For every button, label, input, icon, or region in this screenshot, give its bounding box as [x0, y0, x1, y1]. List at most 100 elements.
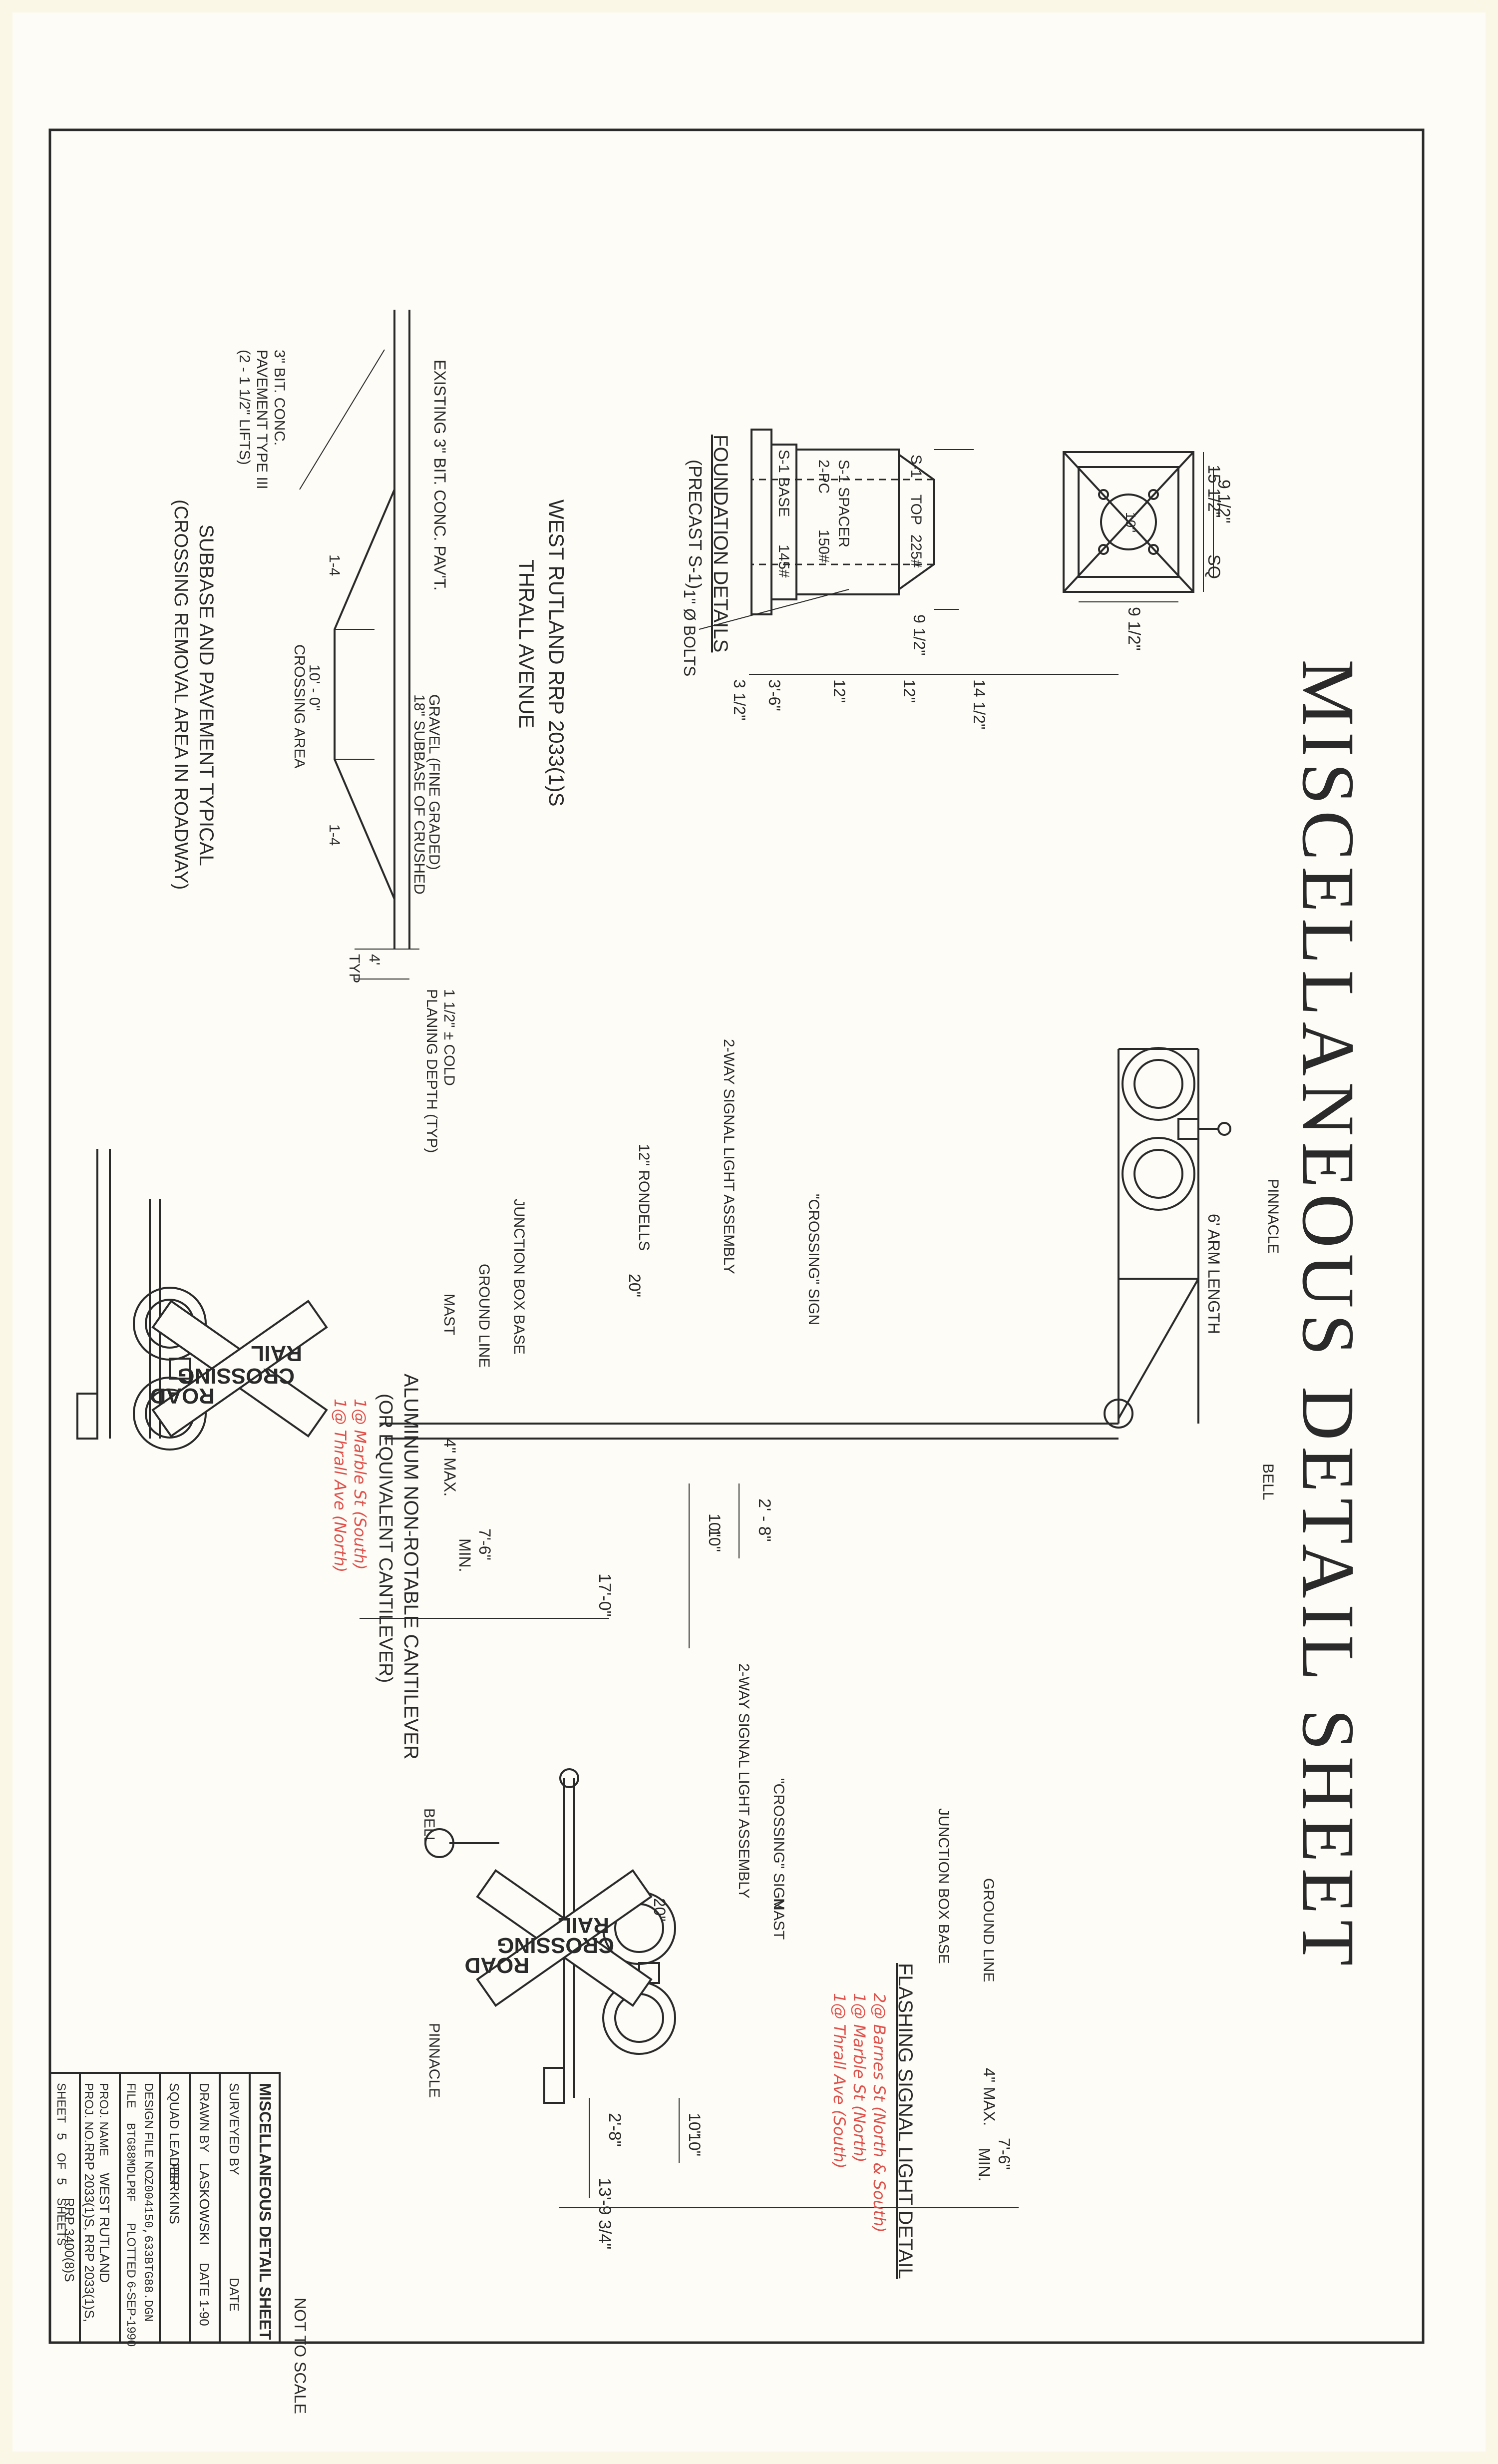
label-s1-top: S-1 — [908, 455, 924, 478]
cantilever-junction-box: JUNCTION BOX BASE — [511, 1199, 527, 1355]
flashing-max: 4" MAX. — [980, 2068, 998, 2126]
subbase-typ-dim: 4' — [366, 954, 382, 965]
label-spacer-pc: 2-PC — [815, 460, 832, 493]
title-block-drawn-name: LASKOWSKI — [197, 2163, 212, 2245]
subbase-crossing-area: CROSSING AREA — [291, 644, 308, 768]
flashing-note-1: 2@ Barnes St (North & South) — [870, 1993, 889, 2233]
title-block-file-label: FILE — [124, 2083, 138, 2108]
title-block-heading: MISCELLANEOUS DETAIL SHEET — [256, 2083, 274, 2340]
dim-top-width: 15 1/2" — [1204, 465, 1223, 518]
cantilever-crossing-sign-label: "CROSSING" SIGN — [805, 1194, 822, 1325]
flashing-sign-cross: CROSSING — [497, 1933, 614, 1958]
flashing-sign-top: RAIL — [558, 1913, 609, 1938]
title-block-squad-name: PERKINS — [167, 2163, 182, 2224]
cantilever-dim-lines — [360, 1483, 740, 1648]
flashing-min-2: MIN. — [975, 2148, 993, 2182]
label-spacer-wt: 150# — [815, 529, 832, 563]
title-block-sheet-no: 5 — [54, 2133, 69, 2140]
foundation-title: FOUNDATION DETAILS — [710, 435, 732, 652]
flashing-crossing-sign-label: "CROSSING" SIGN — [770, 1778, 787, 1910]
cantilever-two-way: 2-WAY SIGNAL LIGHT ASSEMBLY — [721, 1039, 737, 1274]
flashing-dim-20: 20" — [651, 1898, 669, 1922]
title-block-design-file: DESIGN FILE NO. — [142, 2083, 155, 2182]
foundation-elevation — [699, 429, 1119, 675]
title-block-drawn-by: DRAWN BY — [197, 2083, 212, 2152]
dim-total: 3'-6" — [765, 679, 783, 711]
title-block-proj-no-1: RRP 2033(1)S, RRP 2033(1)S, — [82, 2143, 97, 2322]
cantilever-structure — [384, 1047, 1231, 1440]
flashing-sign-bottom: ROAD — [464, 1953, 529, 1977]
subbase-existing: EXISTING 3" BIT. CONC. PAV'T. — [431, 360, 449, 591]
title-block-proj-no-2: RRP 3400(8)S — [62, 2198, 77, 2282]
label-top-wt: 225# — [908, 534, 924, 568]
foundation-plan-view — [1063, 451, 1214, 602]
sheet-title: MISCELLANEOUS DETAIL SHEET — [1287, 659, 1370, 1972]
cantilever-rondells: 12" RONDELLS — [636, 1144, 652, 1251]
title-block-proj-name-label: PROJ. NAME — [97, 2083, 110, 2156]
flashing-two-way: 2-WAY SIGNAL LIGHT ASSEMBLY — [736, 1663, 752, 1899]
subbase-pavement-type: PAVEMENT TYPE III — [254, 350, 270, 490]
flashing-dim-10a: 10" — [686, 2113, 704, 2136]
title-block-of-label: OF — [54, 2153, 68, 2169]
flashing-pinnacle: PINNACLE — [426, 2023, 442, 2098]
label-top: TOP — [908, 494, 924, 525]
cantilever-dim-10b: 10" — [706, 1528, 724, 1552]
subbase-gravel-2: GRAVEL (FINE GRADED) — [426, 694, 442, 870]
dim-h2: 12" — [900, 679, 918, 703]
title-block-squad-leader: SQUAD LEADER — [167, 2083, 182, 2185]
cantilever-sign-bottom: ROAD — [150, 1384, 215, 1408]
subbase-slope-right: 1-4 — [326, 824, 343, 846]
label-s1-spacer: S-1 SPACER — [835, 460, 852, 547]
cantilever-note-1: 1@ Marble St (South) — [351, 1399, 370, 1570]
title-block-proj-no-label: PROJ. NO. — [82, 2083, 95, 2143]
title-block-surveyed-by: SURVEYED BY — [227, 2083, 242, 2175]
project-label-line2: THRALL AVENUE — [515, 559, 538, 728]
flashing-mast-label: MAST — [770, 1898, 787, 1940]
flashing-dim-139: 13'-9 3/4" — [595, 2178, 614, 2249]
cantilever-sign-top: RAIL — [251, 1341, 302, 1366]
cantilever-dim-20: 20" — [626, 1274, 644, 1297]
subbase-title: SUBBASE AND PAVEMENT TYPICAL — [195, 524, 217, 866]
cantilever-min-1: 7'-6" — [476, 1528, 494, 1560]
title-block-proj-name: WEST RUTLAND — [97, 2173, 112, 2283]
dim-top-h: 9 1/2" — [910, 614, 928, 656]
title-block-design-file-value: Z004150,633BTG88.DGN — [141, 2178, 154, 2322]
flashing-note-3: 1@ Thrall Ave (South) — [830, 1993, 849, 2169]
cantilever-max: 4" MAX. — [441, 1439, 459, 1496]
title-block-sheets-label: SHEETS — [54, 2198, 68, 2246]
flashing-dim-lines — [559, 2098, 1019, 2208]
cantilever-ground-line: GROUND LINE — [476, 1264, 492, 1368]
cantilever-pinnacle: PINNACLE — [1265, 1179, 1281, 1254]
flashing-junction-box: JUNCTION BOX BASE — [935, 1808, 952, 1964]
cantilever-note-2: 1@ Thrall Ave (North) — [331, 1399, 350, 1572]
title-block-sheet-label: SHEET — [54, 2083, 68, 2123]
subbase-width: 10' - 0" — [306, 664, 323, 711]
subbase-slope-left: 1-4 — [326, 554, 343, 576]
title-block-of-no: 5 — [54, 2178, 69, 2185]
dim-bolt-circle: 10" — [1123, 512, 1138, 532]
cantilever-dim-17: 17'-0" — [595, 1573, 614, 1617]
label-s1-base: S-1 BASE — [775, 450, 792, 517]
subbase-bit-conc: 3" BIT. CONC. — [271, 350, 288, 446]
title-block — [49, 2072, 281, 2344]
cantilever-dim-28: 2' - 8" — [755, 1498, 774, 1542]
cantilever-dim-10a: 10" — [706, 1513, 724, 1537]
cantilever-sign-cross: CROSSING — [177, 1364, 295, 1388]
dim-inner-width: 9 1/2" — [1214, 480, 1233, 523]
project-label-line1: WEST RUTLAND RRP 2033(1)S — [545, 499, 568, 807]
cantilever-arm-length: 6' ARM LENGTH — [1205, 1214, 1223, 1334]
cantilever-min-2: MIN. — [456, 1538, 474, 1572]
flashing-dim-28: 2'-8" — [605, 2113, 624, 2147]
paper — [12, 12, 1486, 2452]
cantilever-mast-label: MAST — [441, 1294, 457, 1335]
label-bolts: 1" Ø BOLTS — [681, 589, 699, 676]
flashing-crossing-sign — [476, 1869, 653, 2007]
foundation-subtitle: (PRECAST S-1) — [685, 460, 706, 589]
title-block-date-label: DATE — [227, 2278, 242, 2311]
title-block-plotted: PLOTTED 6-SEP-1990 — [124, 2223, 138, 2347]
dim-base-h: 3 1/2" — [731, 679, 749, 721]
subbase-typ: TYP — [346, 954, 363, 983]
subbase-gravel-1: 18" SUBBASE OF CRUSHED — [411, 694, 427, 895]
